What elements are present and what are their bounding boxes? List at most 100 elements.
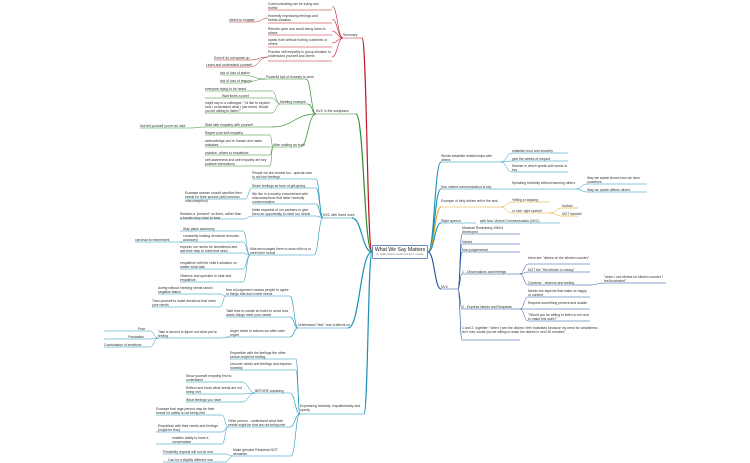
workplace-powerful[interactable]: Powerful tips of honesty to work: [266, 75, 314, 79]
loved-item[interactable]: People we are closest too - special care…: [252, 171, 312, 179]
loved-kids-left[interactable]: can lead to resentment: [135, 238, 170, 242]
nvc-item[interactable]: Non-judgemental: [462, 248, 488, 252]
branch-fear[interactable]: Understand "fear" how it affects us: [298, 323, 350, 327]
summary-item[interactable]: Remain open and avoid being harm to othe…: [268, 27, 326, 35]
branch-right-speech[interactable]: Right speech: [441, 219, 461, 223]
summary-item[interactable]: speak truth without hurting ourselves or…: [268, 38, 328, 46]
expressing-make[interactable]: Make genuine Requests NOT demands: [233, 448, 278, 456]
establish-item[interactable]: establish trust and sincerity: [512, 149, 553, 153]
loved-left-item[interactable]: Example woman should sacrifice their nee…: [185, 191, 242, 203]
nonviolent-item[interactable]: Speaking truthfully without harming othe…: [512, 181, 576, 185]
workplace-error-sub[interactable]: self awareness and self empathy are key …: [205, 158, 267, 166]
workplace-powerful-sub[interactable]: risk of loss of status: [220, 71, 250, 75]
workplace-error-sub[interactable]: Regret your self-empathy: [205, 131, 244, 135]
loved-kids-sub[interactable]: empathize with the child's situation no …: [180, 261, 237, 269]
edge-workplace-sub: [189, 126, 206, 129]
fear-pause-sub[interactable]: Fear: [138, 327, 145, 331]
nvc-express-sub[interactable]: "Would you be willing to listen to me an…: [528, 313, 589, 321]
nvc-obs-sub[interactable]: NOT the "the kitchen is messy": [528, 268, 575, 272]
summary-item[interactable]: Honestly expressing feelings and needs-s…: [268, 14, 318, 22]
workplace-meeting-sub[interactable]: might say to a colleague: "I'd like to e…: [205, 101, 270, 113]
fear-item[interactable]: fear of judgement causes people to agree…: [226, 288, 289, 296]
loved-kids-sub[interactable]: constantly making demands removes autono…: [183, 234, 239, 242]
nonviolent-sub[interactable]: Way we speak affects others: [587, 188, 631, 192]
loved-kids-sub[interactable]: express our needs for cleanliness and as…: [180, 245, 238, 253]
workplace-error-sub[interactable]: acknowledge you're human and make mistak…: [205, 139, 263, 147]
nvc-together[interactable]: 1 and 2, together: "when I see the dishe…: [462, 326, 598, 334]
nvc-obs-sub[interactable]: Combine - observe and feeling: [528, 281, 575, 285]
expressing-item[interactable]: Uncover needs and feelings and express h…: [230, 362, 292, 370]
workplace-error[interactable]: After making an error: [273, 143, 305, 147]
nvc-obs-sub-sub[interactable]: "when I see dishes on kitchen counter I …: [604, 275, 663, 283]
summary-sub[interactable]: Learn and understand yourself: [206, 63, 252, 67]
branch-nvc[interactable]: NVC: [441, 285, 449, 289]
expressing-before-sub[interactable]: Show yourself empathy first to understan…: [186, 374, 232, 382]
nvc-express-sub[interactable]: Request something present and doable: [528, 301, 588, 305]
workplace-powerful-sub[interactable]: risk of loss of respect: [220, 79, 252, 83]
expressing-item[interactable]: Empathize with the feelings the other pe…: [230, 351, 286, 359]
expressing-other-sub[interactable]: Empathize with their needs and feelings …: [158, 424, 218, 432]
workplace-empathy[interactable]: Start with empathy with yourself: [205, 123, 253, 127]
expressing-other-sub[interactable]: enables ability to have a conversation: [172, 436, 209, 444]
workplace-error-sub[interactable]: practice, others to empathize: [205, 151, 249, 155]
nvc-express[interactable]: 2 - Express Needs and Requests: [462, 305, 512, 309]
workplace-empathy-sub[interactable]: Not tell yourself you're an idiot: [140, 124, 186, 128]
fear-left-item[interactable]: Train yourself to make decisions that me…: [152, 299, 216, 307]
right-speech-item[interactable]: with Non-Violent Communication (NVC): [480, 219, 540, 223]
fear-pause[interactable]: Take a second to figure out what you're …: [158, 330, 217, 338]
expressing-before-sub[interactable]: Reflect and know what needs are not bein…: [186, 386, 242, 394]
summary-item[interactable]: Communicating can be trying and hurtful: [268, 2, 319, 10]
loved-item[interactable]: We live in a society encumbered with mis…: [252, 192, 308, 204]
workplace-meeting[interactable]: Meeting example: [280, 100, 306, 104]
fear-pause-sub[interactable]: Frustration: [128, 335, 145, 339]
fear-item[interactable]: Anger leads to actions we often later re…: [230, 329, 285, 337]
loved-relation[interactable]: Relation a "present" on them, rather tha…: [180, 212, 242, 220]
edge-loved-kids-sub: [242, 252, 251, 256]
branch-nonviolent[interactable]: Non violent communication is key: [441, 185, 492, 189]
summary-item[interactable]: Practice self empathy in group situation…: [268, 50, 331, 58]
nvc-obs-sub[interactable]: there are "dishes on the kitchen counter…: [528, 256, 590, 260]
nvc-item[interactable]: Marshall Rosenberg 1960's developed: [462, 226, 504, 234]
edge-loved-kids: [313, 217, 324, 256]
dirty-sub[interactable]: truthful: [562, 204, 573, 208]
fear-pause-sub[interactable]: Combination of emotions: [104, 343, 142, 347]
expressing-make-sub[interactable]: Possibility request will not be met: [163, 450, 213, 454]
expressing-make-sub[interactable]: Can try a slightly different one: [168, 458, 213, 462]
nvc-observations[interactable]: 1 - Observations and feelings: [462, 270, 507, 274]
loved-kids-sub[interactable]: Stay place autonomy: [183, 227, 215, 231]
edge-loved-left: [243, 215, 253, 220]
root-node[interactable]: What We Say Matters by Judith Hanson Las…: [372, 245, 428, 259]
establish-item[interactable]: give the weeks of respect: [512, 157, 551, 161]
edge-fear-pause: [219, 336, 231, 339]
expressing-other-sub[interactable]: Example bad rage person may be their nee…: [156, 407, 215, 415]
dirty-item[interactable]: Yelling or arguing: [512, 198, 539, 202]
nvc-express-sub[interactable]: Needs are aspects that make us happy or …: [528, 289, 587, 297]
branch-summary[interactable]: Summary: [343, 33, 358, 37]
loved-kids[interactable]: Kids encourages them to work with us to …: [250, 247, 311, 255]
fear-item[interactable]: Take time to create an index to avow how…: [226, 309, 289, 317]
branch-nvc-workplace[interactable]: NVC in the workplace: [316, 109, 349, 113]
workplace-meeting-sub[interactable]: Wait times a point: [222, 94, 249, 98]
loved-kids-sub[interactable]: Observe and question to hear and empathi…: [180, 274, 232, 282]
expressing-other[interactable]: Other person - understand what their nee…: [228, 419, 286, 427]
expressing-before[interactable]: BEFORE speaking: [255, 389, 284, 393]
edge-workplace-sub: [269, 146, 274, 167]
branch-establish[interactable]: Words establish relationships with other…: [441, 154, 493, 162]
edge-expressing-item: [295, 369, 301, 415]
summary-sub[interactable]: Even if do not speak up: [214, 56, 250, 60]
expressing-before-sub[interactable]: What feelings you have: [186, 398, 222, 402]
establish-item[interactable]: Manner in which speak with words is key: [512, 164, 568, 172]
edge-nvc-obs-sub: [519, 273, 529, 286]
workplace-meeting-sub[interactable]: everyone trying to be heard: [205, 87, 247, 91]
loved-item[interactable]: Share feelings as form of gift-giving: [252, 184, 306, 188]
nonviolent-sub[interactable]: Way we speak shows how we view ourselves: [587, 176, 640, 184]
dirty-item[interactable]: or Use 'right speech': [512, 209, 543, 213]
branch-expressing[interactable]: Expressing honestly, empathetically and …: [300, 404, 361, 412]
summary-sub[interactable]: others to engage: [229, 18, 255, 22]
fear-left-item[interactable]: Acting without meeting needs raised nega…: [158, 286, 213, 294]
branch-nvc-loved[interactable]: NVC with loved ones: [323, 213, 355, 217]
dirty-sub[interactable]: NOT harmful: [562, 212, 582, 216]
branch-dirty-dishes[interactable]: Example of dirty dishes left in the sink: [441, 199, 498, 203]
loved-item[interactable]: Make requests of our partners to give th…: [252, 208, 311, 216]
nvc-item[interactable]: Valued: [462, 240, 473, 244]
